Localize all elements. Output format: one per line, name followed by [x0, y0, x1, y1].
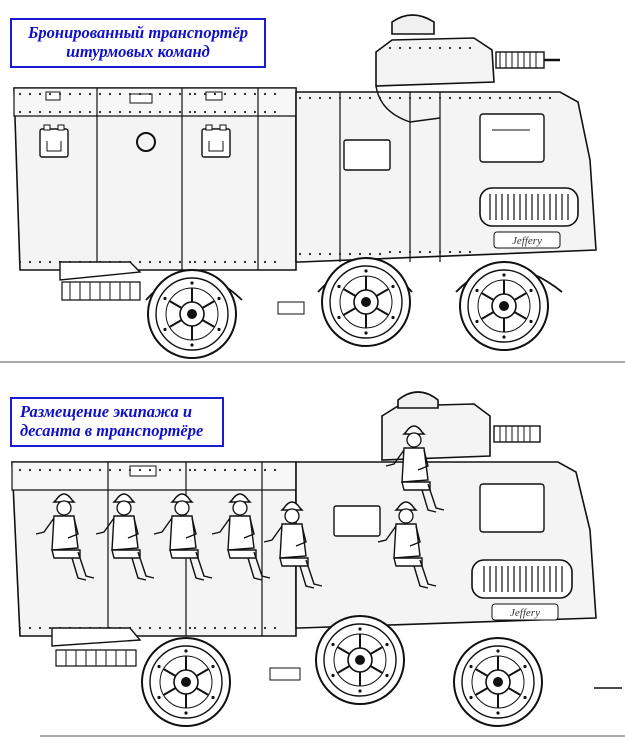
maker-badge: Jeffery [512, 235, 542, 247]
maker-badge-bottom: Jeffery [510, 607, 540, 619]
caption-crew-layout: Размещение экипажа и десанта в транспорт… [10, 397, 224, 447]
vehicle-side-view-top: Jeffery [13, 14, 597, 359]
vehicle-crew-layout-bottom: Jeffery [11, 391, 622, 727]
caption-line-2: десанта в транспортёре [20, 421, 204, 440]
caption-line-2: штурмовых команд [66, 42, 210, 61]
caption-line-1: Бронированный транспортёр [27, 23, 249, 42]
caption-armored-carrier: Бронированный транспортёр штурмовых кома… [10, 18, 266, 68]
caption-line-1: Размещение экипажа и [20, 402, 193, 421]
